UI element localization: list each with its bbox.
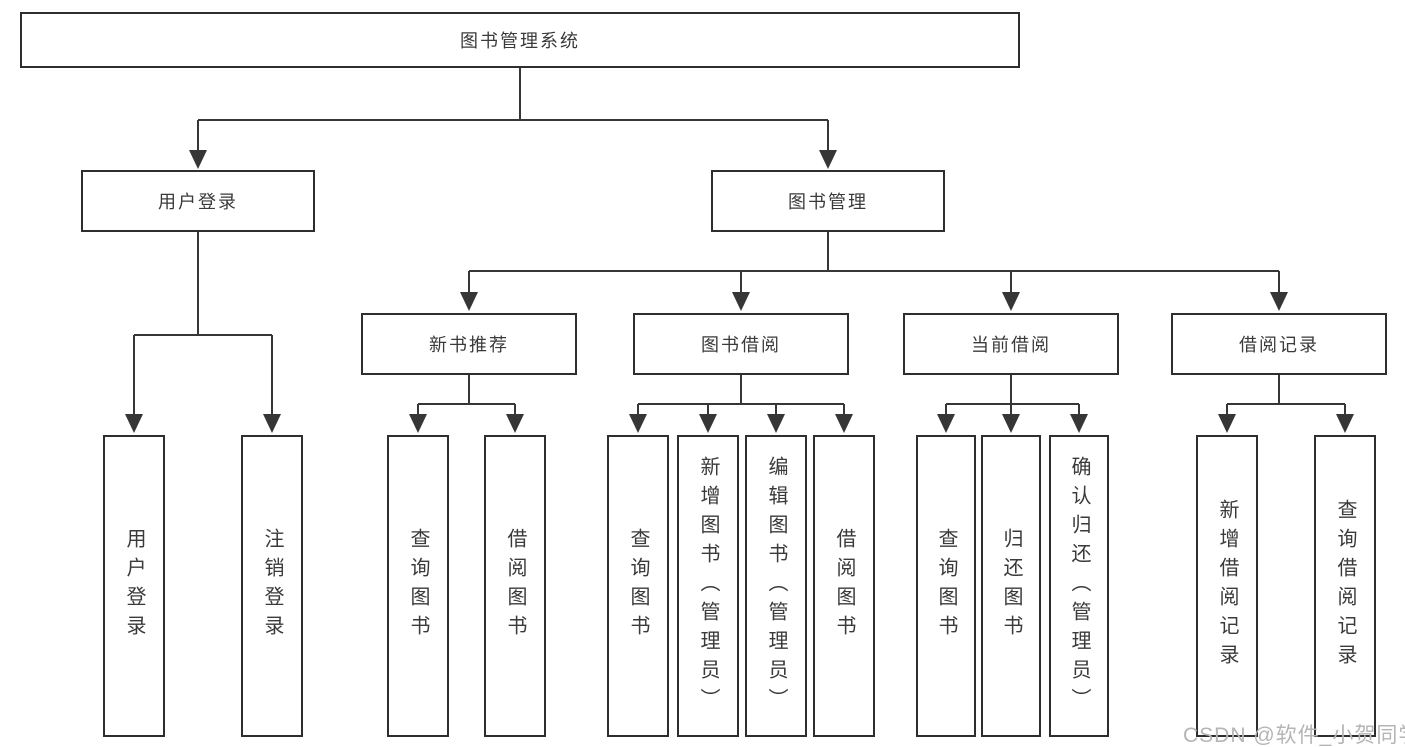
arrowhead-icon [629,414,647,433]
node-label: 注销登录 [261,528,283,644]
leaf-borrow-books-recommend: 借阅图书 [484,435,546,737]
arrowhead-icon [125,414,143,433]
node-label: 图书管理系统 [460,31,580,51]
arrowhead-icon [767,414,785,433]
node-user-login: 用户登录 [81,170,315,232]
node-book-management: 图书管理 [711,170,945,232]
arrowhead-icon [1070,414,1088,433]
node-label: 查询图书 [935,528,957,644]
leaf-user-login: 用户登录 [103,435,165,737]
arrowhead-icon [189,150,207,169]
arrowhead-icon [1336,414,1354,433]
arrowhead-icon [819,150,837,169]
node-label: 归还图书 [1000,528,1022,644]
arrowhead-icon [937,414,955,433]
node-label: 编辑图书（管理员） [765,455,787,717]
node-label: 查询借阅记录 [1334,499,1356,673]
leaf-logout: 注销登录 [241,435,303,737]
leaf-edit-book-admin: 编辑图书（管理员） [745,435,807,737]
node-label: 图书借阅 [701,335,781,355]
arrowhead-icon [699,414,717,433]
node-label: 新增图书（管理员） [697,455,719,717]
node-book-borrow: 图书借阅 [633,313,849,375]
leaf-return-book: 归还图书 [981,435,1041,737]
node-label: 用户登录 [123,528,145,644]
leaf-add-borrow-record: 新增借阅记录 [1196,435,1258,737]
node-label: 确认归还（管理员） [1068,455,1090,717]
node-label: 新书推荐 [429,335,509,355]
leaf-query-books-current: 查询图书 [916,435,976,737]
leaf-query-borrow-record: 查询借阅记录 [1314,435,1376,737]
leaf-query-books-recommend: 查询图书 [387,435,449,737]
arrowhead-icon [1218,414,1236,433]
leaf-add-book-admin: 新增图书（管理员） [677,435,739,737]
leaf-borrow-books: 借阅图书 [813,435,875,737]
arrowhead-icon [1270,292,1288,311]
node-label: 借阅图书 [504,528,526,644]
arrowhead-icon [506,414,524,433]
node-current-borrow: 当前借阅 [903,313,1119,375]
arrowheads [125,150,1354,433]
arrowhead-icon [460,292,478,311]
watermark-text: CSDN @软件_小贺同学 [1183,724,1405,747]
node-label: 新增借阅记录 [1216,499,1238,673]
node-label: 借阅图书 [833,528,855,644]
arrowhead-icon [1002,292,1020,311]
node-label: 用户登录 [158,192,238,212]
arrowhead-icon [409,414,427,433]
leaf-query-books-borrow: 查询图书 [607,435,669,737]
arrowhead-icon [1002,414,1020,433]
node-root-library-management-system: 图书管理系统 [20,12,1020,68]
node-label: 当前借阅 [971,335,1051,355]
arrowhead-icon [263,414,281,433]
leaf-confirm-return-admin: 确认归还（管理员） [1049,435,1109,737]
node-borrow-records: 借阅记录 [1171,313,1387,375]
node-label: 图书管理 [788,192,868,212]
arrowhead-icon [732,292,750,311]
node-label: 借阅记录 [1239,335,1319,355]
node-label: 查询图书 [627,528,649,644]
node-label: 查询图书 [407,528,429,644]
arrowhead-icon [835,414,853,433]
node-new-book-recommend: 新书推荐 [361,313,577,375]
